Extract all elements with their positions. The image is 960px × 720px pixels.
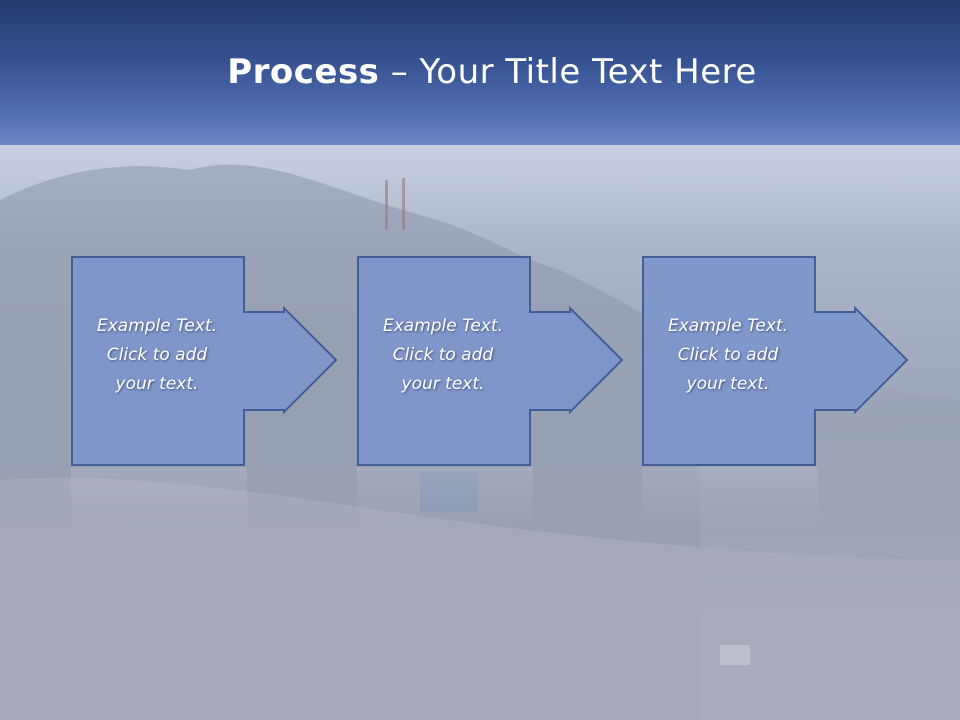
step-3-reflection [642,467,818,527]
step-text-line: Click to add [677,345,779,365]
process-step-3[interactable]: Example Text. Click to add your text. [642,256,909,466]
step-1-text[interactable]: Example Text. Click to add your text. [71,312,243,399]
step-text-line: Example Text. [667,316,789,336]
process-step-2[interactable]: Example Text. Click to add your text. [357,256,624,466]
step-1-reflection [71,467,247,527]
process-step-1[interactable]: Example Text. Click to add your text. [71,256,338,466]
step-3-box-arrow [642,256,909,466]
step-text-line: Click to add [392,345,494,365]
step-2-box-arrow [357,256,624,466]
title-bold-text: Process [227,52,380,92]
step-1-box-arrow [71,256,338,466]
step-text-line: Example Text. [96,316,218,336]
step-3-text[interactable]: Example Text. Click to add your text. [642,312,814,399]
title-bar: Process – Your Title Text Here [0,0,960,145]
step-text-line: Example Text. [382,316,504,336]
step-text-line: your text. [401,374,485,394]
title-rest-text: – Your Title Text Here [379,52,757,92]
step-text-line: your text. [686,374,770,394]
step-2-reflection [357,467,533,527]
slide-title[interactable]: Process – Your Title Text Here [0,52,960,92]
step-text-line: your text. [115,374,199,394]
step-2-text[interactable]: Example Text. Click to add your text. [357,312,529,399]
step-text-line: Click to add [106,345,208,365]
